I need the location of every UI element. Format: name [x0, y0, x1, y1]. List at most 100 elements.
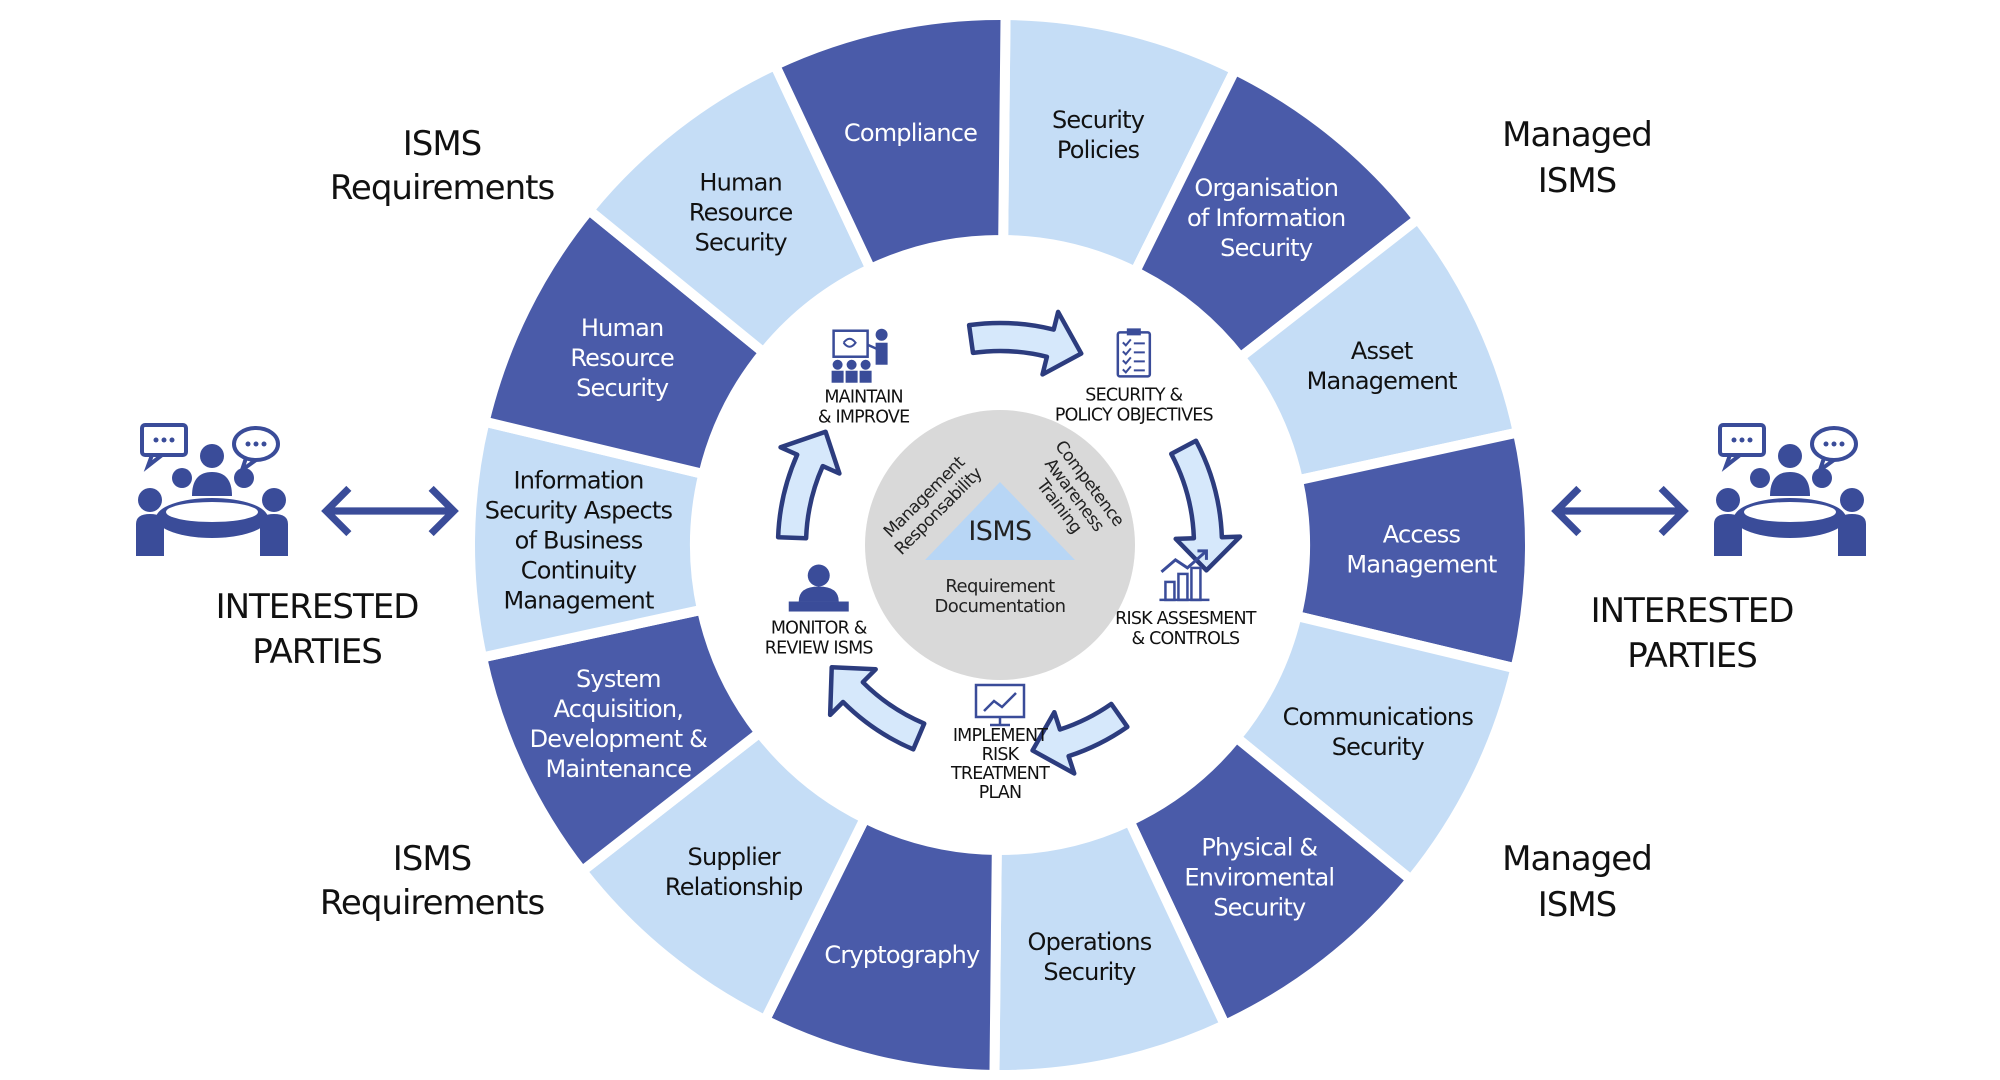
presentation-chart-icon [974, 683, 1026, 727]
core-bottom-text-2: Documentation [935, 596, 1066, 617]
cycle-arrow-icon [1169, 438, 1243, 573]
segment-label-line: Security Aspects [485, 497, 673, 525]
segment-label: Cryptography [824, 941, 980, 969]
segment-label-line: System [576, 665, 661, 693]
interested-parties-right: INTERESTED PARTIES [1556, 423, 1868, 676]
segment-label-line: Acquisition, [554, 695, 683, 723]
side-label-top-left: ISMS Requirements [330, 124, 556, 208]
svg-text:ISMS: ISMS [393, 839, 472, 879]
cycle-step-label: RISK ASSESMENT [1115, 609, 1257, 629]
segment-label-line: Resource [570, 344, 674, 372]
meeting-group-icon [134, 423, 290, 558]
cycle-step: MONITOR &REVIEW ISMS [765, 564, 874, 659]
segment-label-line: Operations [1028, 928, 1152, 956]
svg-text:ISMS: ISMS [1538, 161, 1617, 201]
cycle-step: RISK ASSESMENT& CONTROLS [1115, 549, 1258, 649]
segment-label-line: Management [1307, 367, 1457, 395]
segment-label-line: Continuity [521, 557, 637, 585]
ring-segments [465, 9, 1535, 1080]
svg-text:Requirements: Requirements [330, 168, 555, 208]
cycle-step-label: MONITOR & [771, 619, 868, 639]
segment-label-line: Human [581, 314, 664, 342]
segment-label-line: Security [1220, 234, 1313, 262]
segment-label-line: Cryptography [824, 941, 980, 969]
svg-text:ISMS: ISMS [403, 124, 482, 164]
svg-text:Managed: Managed [1502, 839, 1652, 879]
team-presentation-icon [831, 328, 888, 383]
svg-text:PARTIES: PARTIES [1627, 636, 1757, 676]
meeting-group-icon [1712, 423, 1868, 558]
cycle-step-label: PLAN [979, 783, 1022, 803]
segment-label: Compliance [844, 119, 978, 147]
svg-text:INTERESTED: INTERESTED [216, 587, 419, 627]
svg-text:ISMS: ISMS [1538, 885, 1617, 925]
side-label-top-right: Managed ISMS [1502, 115, 1653, 201]
segment-label-line: Security [1213, 893, 1306, 921]
cycle-step-label: RISK [982, 745, 1020, 765]
cycle-step-label: IMPLEMENT [953, 726, 1048, 746]
core-bottom-text-1: Requirement [945, 576, 1055, 597]
segment-label-line: Compliance [844, 119, 977, 147]
segment-label-line: Organisation [1194, 174, 1338, 202]
svg-text:INTERESTED: INTERESTED [1591, 591, 1794, 631]
segment-label-line: Security [1043, 958, 1136, 986]
cycle-arrow-icon [775, 429, 842, 541]
segment-label-line: of Business [515, 527, 643, 555]
segment-label-line: Management [503, 587, 653, 615]
cycle-arrow-icon [966, 309, 1084, 377]
segment-label-line: Information [513, 467, 643, 495]
segment-label-line: Relationship [665, 873, 803, 901]
cycle-step-label: & CONTROLS [1132, 629, 1240, 649]
core-title: ISMS [968, 516, 1031, 547]
segment-label-line: Security [576, 374, 669, 402]
segment-label-line: Physical & [1201, 833, 1317, 861]
segment-label-line: of Information [1187, 204, 1346, 232]
clipboard-checklist-icon [1116, 328, 1152, 378]
segment-label-line: Development & [530, 725, 708, 753]
segment-label-line: Human [699, 169, 782, 197]
segment-label-line: Access [1383, 520, 1461, 548]
segment-label-line: Security [1052, 106, 1145, 134]
segment-label-line: Management [1346, 550, 1496, 578]
person-at-desk-icon [788, 564, 849, 612]
interested-parties-left: INTERESTED PARTIES [134, 423, 454, 672]
cycle-arrow-icon [827, 665, 927, 752]
cycle-step-label: MAINTAIN [824, 388, 902, 408]
svg-text:PARTIES: PARTIES [252, 632, 382, 672]
segment-label-line: Communications [1283, 703, 1474, 731]
ring-segment [768, 10, 1011, 276]
bar-chart-growth-icon [1159, 549, 1210, 602]
segment-label-line: Supplier [688, 843, 781, 871]
segment-label-line: Security [695, 229, 788, 257]
core-triangle [925, 482, 1075, 560]
cycle-step-label: TREATMENT [950, 764, 1050, 784]
double-arrow-icon [1556, 488, 1684, 533]
cycle-step: MAINTAIN& IMPROVE [818, 328, 910, 428]
double-arrow-icon [326, 488, 454, 533]
cycle-arrow-icon [1030, 701, 1130, 776]
segment-label-line: Enviromental [1184, 863, 1334, 891]
cycle-step-label: SECURITY & [1085, 385, 1183, 405]
cycle-step-label: & IMPROVE [818, 408, 909, 428]
segment-label-line: Resource [689, 199, 793, 227]
cycle-step-label: POLICY OBJECTIVES [1055, 405, 1214, 425]
svg-text:Requirements: Requirements [320, 883, 545, 923]
cycle-step-label: REVIEW ISMS [765, 639, 874, 659]
cycle-step: SECURITY &POLICY OBJECTIVES [1055, 328, 1214, 425]
cycle-steps: SECURITY &POLICY OBJECTIVES RISK ASSESMEN… [765, 328, 1258, 803]
